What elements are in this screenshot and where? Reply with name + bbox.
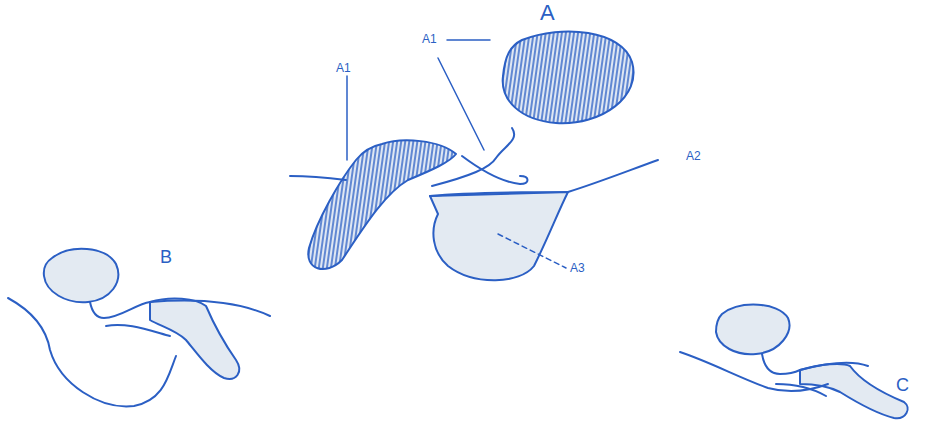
outline-curve <box>106 325 170 336</box>
figure-letter: A <box>540 2 555 24</box>
outline-curve <box>680 352 828 391</box>
outline-curve <box>762 354 868 374</box>
outline-curve <box>776 384 826 396</box>
elongated-hatched-body <box>308 140 456 269</box>
outline-curve <box>462 156 528 184</box>
round-hatched-body <box>503 31 634 123</box>
outline-curve <box>8 298 176 406</box>
elongated-light-body <box>150 299 239 379</box>
callout-label: A2 <box>686 150 701 162</box>
leader-line <box>498 234 566 268</box>
figure-letter: B <box>160 248 172 266</box>
callout-label: A1 <box>336 62 351 74</box>
outline-curve <box>432 128 514 186</box>
light-region <box>430 192 568 280</box>
figure-letter: C <box>896 376 909 394</box>
leader-line <box>447 39 490 41</box>
callout-label: A3 <box>570 262 585 274</box>
callout-label: A1 <box>422 33 437 45</box>
outline-curve <box>430 160 658 196</box>
round-light-body <box>716 305 789 355</box>
leader-line <box>346 76 348 160</box>
outline-curve <box>90 301 270 318</box>
leader-line <box>438 58 484 150</box>
outline-curve <box>290 176 346 180</box>
round-light-body <box>44 249 118 302</box>
